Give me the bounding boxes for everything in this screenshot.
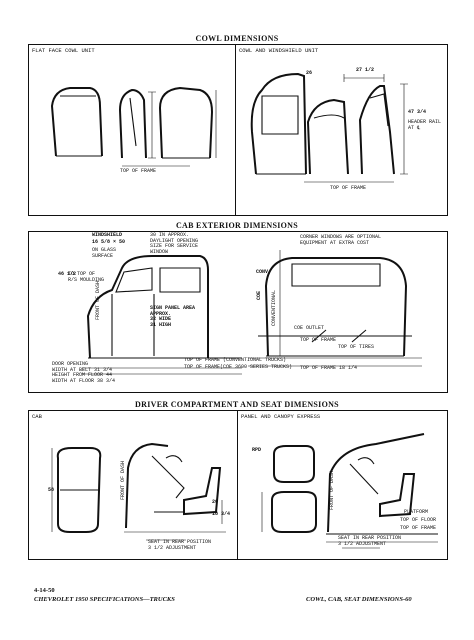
cab-seat-drawing bbox=[51, 442, 226, 541]
sign-panel-label: SIGN PANEL AREA APPROX. 32 WIDE 31 HIGH bbox=[150, 305, 196, 328]
cowl-dim-27: 27 1/2 bbox=[356, 67, 375, 73]
top-of-tires-label: TOP OF TIRES bbox=[338, 344, 375, 350]
top-of-frame-conventional: TOP OF FRAME (CONVENTIONAL TRUCKS) bbox=[184, 357, 287, 363]
cowl-dimensions-title: COWL DIMENSIONS bbox=[195, 34, 279, 43]
driver-divider bbox=[237, 410, 238, 560]
rpd-label: RPD bbox=[252, 447, 262, 453]
panel-seat-note: SEAT IN REAR POSITION 3 1/2 ADJUSTMENT bbox=[338, 535, 402, 547]
dim-46: 46 1/2 bbox=[58, 271, 77, 277]
cowl-windshield-drawing bbox=[250, 72, 408, 183]
front-of-dash-label: FRONT OF DASH bbox=[95, 280, 101, 320]
daylight-opening-label: 30 IN APPROX. DAYLIGHT OPENING SIZE FOR … bbox=[150, 232, 199, 255]
windshield-label: WINDSHIELD bbox=[92, 232, 123, 238]
door-opening-label: DOOR OPENING WIDTH AT BELT 31 3/4 HEIGHT… bbox=[52, 361, 116, 384]
cowl-dimensions-frame bbox=[28, 44, 448, 216]
flat-cowl-top-of-frame: TOP OF FRAME bbox=[120, 168, 157, 174]
cab-side-view-drawing bbox=[82, 255, 242, 375]
dim-58: 58 bbox=[48, 487, 55, 493]
cowl-header-rail: HEADER RAIL AT ℄ bbox=[408, 119, 442, 131]
dim-20: 20 bbox=[212, 499, 219, 505]
windshield-dim: 16 5/8 × 50 bbox=[92, 239, 126, 245]
glass-surface-label: ON GLASS SURFACE bbox=[92, 247, 117, 259]
flat-face-cowl-drawing bbox=[50, 86, 217, 167]
top-of-floor-label: TOP OF FLOOR bbox=[400, 517, 437, 523]
coe-label: COE bbox=[256, 290, 262, 300]
panel-canopy-title: PANEL AND CANOPY EXPRESS bbox=[241, 413, 321, 420]
platform-label: PLATFORM bbox=[404, 509, 429, 515]
panel-canopy-seat-drawing bbox=[261, 433, 438, 549]
cowl-windshield-title: COWL AND WINDSHIELD UNIT bbox=[239, 47, 319, 54]
cowl-dim-47: 47 3/4 bbox=[408, 109, 427, 115]
driver-compartment-frame bbox=[28, 410, 448, 560]
top-of-frame-rear: TOP OF FRAME bbox=[300, 337, 337, 343]
corner-windows-note: CORNER WINDOWS ARE OPTIONAL EQUIPMENT AT… bbox=[300, 234, 382, 246]
top-of-frame-coe: TOP OF FRAME(COE 3600 SERIES TRUCKS) bbox=[184, 364, 293, 370]
cowl-windshield-top-of-frame: TOP OF FRAME bbox=[330, 185, 367, 191]
driver-compartment-title: DRIVER COMPARTMENT AND SEAT DIMENSIONS bbox=[135, 400, 339, 409]
panel-front-of-dash: FRONT OF DASH bbox=[329, 470, 335, 510]
cab-seat-note: SEAT IN REAR POSITION 3 1/2 ADJUSTMENT bbox=[148, 539, 212, 551]
conv-label: CONV bbox=[256, 269, 269, 275]
panel-top-of-frame: TOP OF FRAME bbox=[400, 525, 437, 531]
cab-exterior-title: CAB EXTERIOR DIMENSIONS bbox=[175, 221, 299, 230]
footer-page-title: COWL, CAB, SEAT DIMENSIONS-60 bbox=[306, 596, 412, 603]
cowl-divider bbox=[235, 44, 236, 216]
coe-outlet-label: COE OUTLET bbox=[294, 325, 325, 331]
conventional-label: CONVENTIONAL bbox=[271, 289, 277, 326]
top-of-moulding-label: TO TOP OF R/S MOULDING bbox=[68, 271, 105, 283]
cab-rear-view-drawing bbox=[248, 250, 422, 367]
footer-specifications: CHEVROLET 1950 SPECIFICATIONS—TRUCKS bbox=[34, 596, 175, 603]
cowl-dim-26: 26 bbox=[306, 70, 313, 76]
footer-date: 4-14-50 bbox=[34, 587, 55, 594]
flat-face-cowl-title: FLAT FACE COWL UNIT bbox=[32, 47, 95, 54]
dim-18: 18 3/4 bbox=[212, 511, 231, 517]
cab-exterior-frame bbox=[28, 231, 448, 393]
cab-front-of-dash: FRONT OF DASH bbox=[120, 460, 126, 500]
top-of-frame-18: TOP OF FRAME 18 1/4 bbox=[300, 365, 358, 371]
cab-panel-title: CAB bbox=[32, 413, 42, 420]
